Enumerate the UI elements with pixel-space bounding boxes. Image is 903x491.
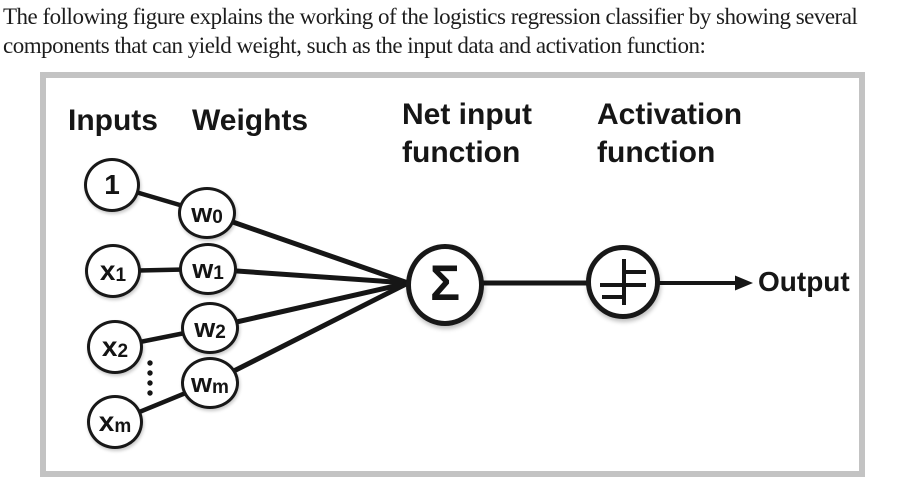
net-input-line-1: Net input [402, 98, 532, 131]
ellipsis-dot [147, 370, 153, 376]
net-input-header: Net input function [402, 96, 532, 172]
input-node-bias: 1 [84, 158, 140, 212]
output-arrow-head [735, 275, 753, 291]
activation-line-2: function [597, 136, 716, 169]
node-label: w [192, 253, 214, 284]
node-label: 1 [104, 169, 120, 200]
node-label: x [101, 331, 118, 362]
node-label: w [191, 197, 213, 228]
net-input-sum-node: Σ [406, 244, 484, 326]
ellipsis-dot [147, 390, 153, 396]
step-function-icon [600, 259, 646, 305]
weights-header: Weights [192, 104, 309, 137]
intro-line-2: components that can yield weight, such a… [3, 33, 706, 58]
node-label: x [99, 255, 116, 286]
intro-line-1: The following figure explains the workin… [3, 4, 858, 29]
figure-frame: Inputs Weights Net input function Activat… [40, 72, 865, 477]
edge-w1-sum [207, 266, 409, 286]
output-label: Output [758, 266, 850, 297]
intro-paragraph: The following figure explains the workin… [3, 2, 901, 60]
activation-node [586, 245, 660, 319]
vertical-ellipsis-icon [147, 360, 153, 396]
activation-header: Activation function [597, 96, 742, 172]
ellipsis-dot [147, 380, 153, 386]
edge-w0-sum [206, 210, 409, 286]
node-label: x [98, 406, 115, 437]
node-label: w [194, 312, 216, 343]
weight-sum-edges [206, 210, 410, 386]
diagram-canvas: Inputs Weights Net input function Activat… [46, 78, 859, 471]
ellipsis-dot [147, 360, 153, 366]
net-input-line-2: function [402, 136, 521, 169]
activation-line-1: Activation [597, 98, 743, 131]
edge-wm-sum [208, 280, 410, 386]
inputs-header: Inputs [68, 104, 158, 137]
node-label: w [191, 367, 213, 398]
sigma-symbol: Σ [429, 255, 460, 311]
edge-w2-sum [209, 280, 409, 331]
